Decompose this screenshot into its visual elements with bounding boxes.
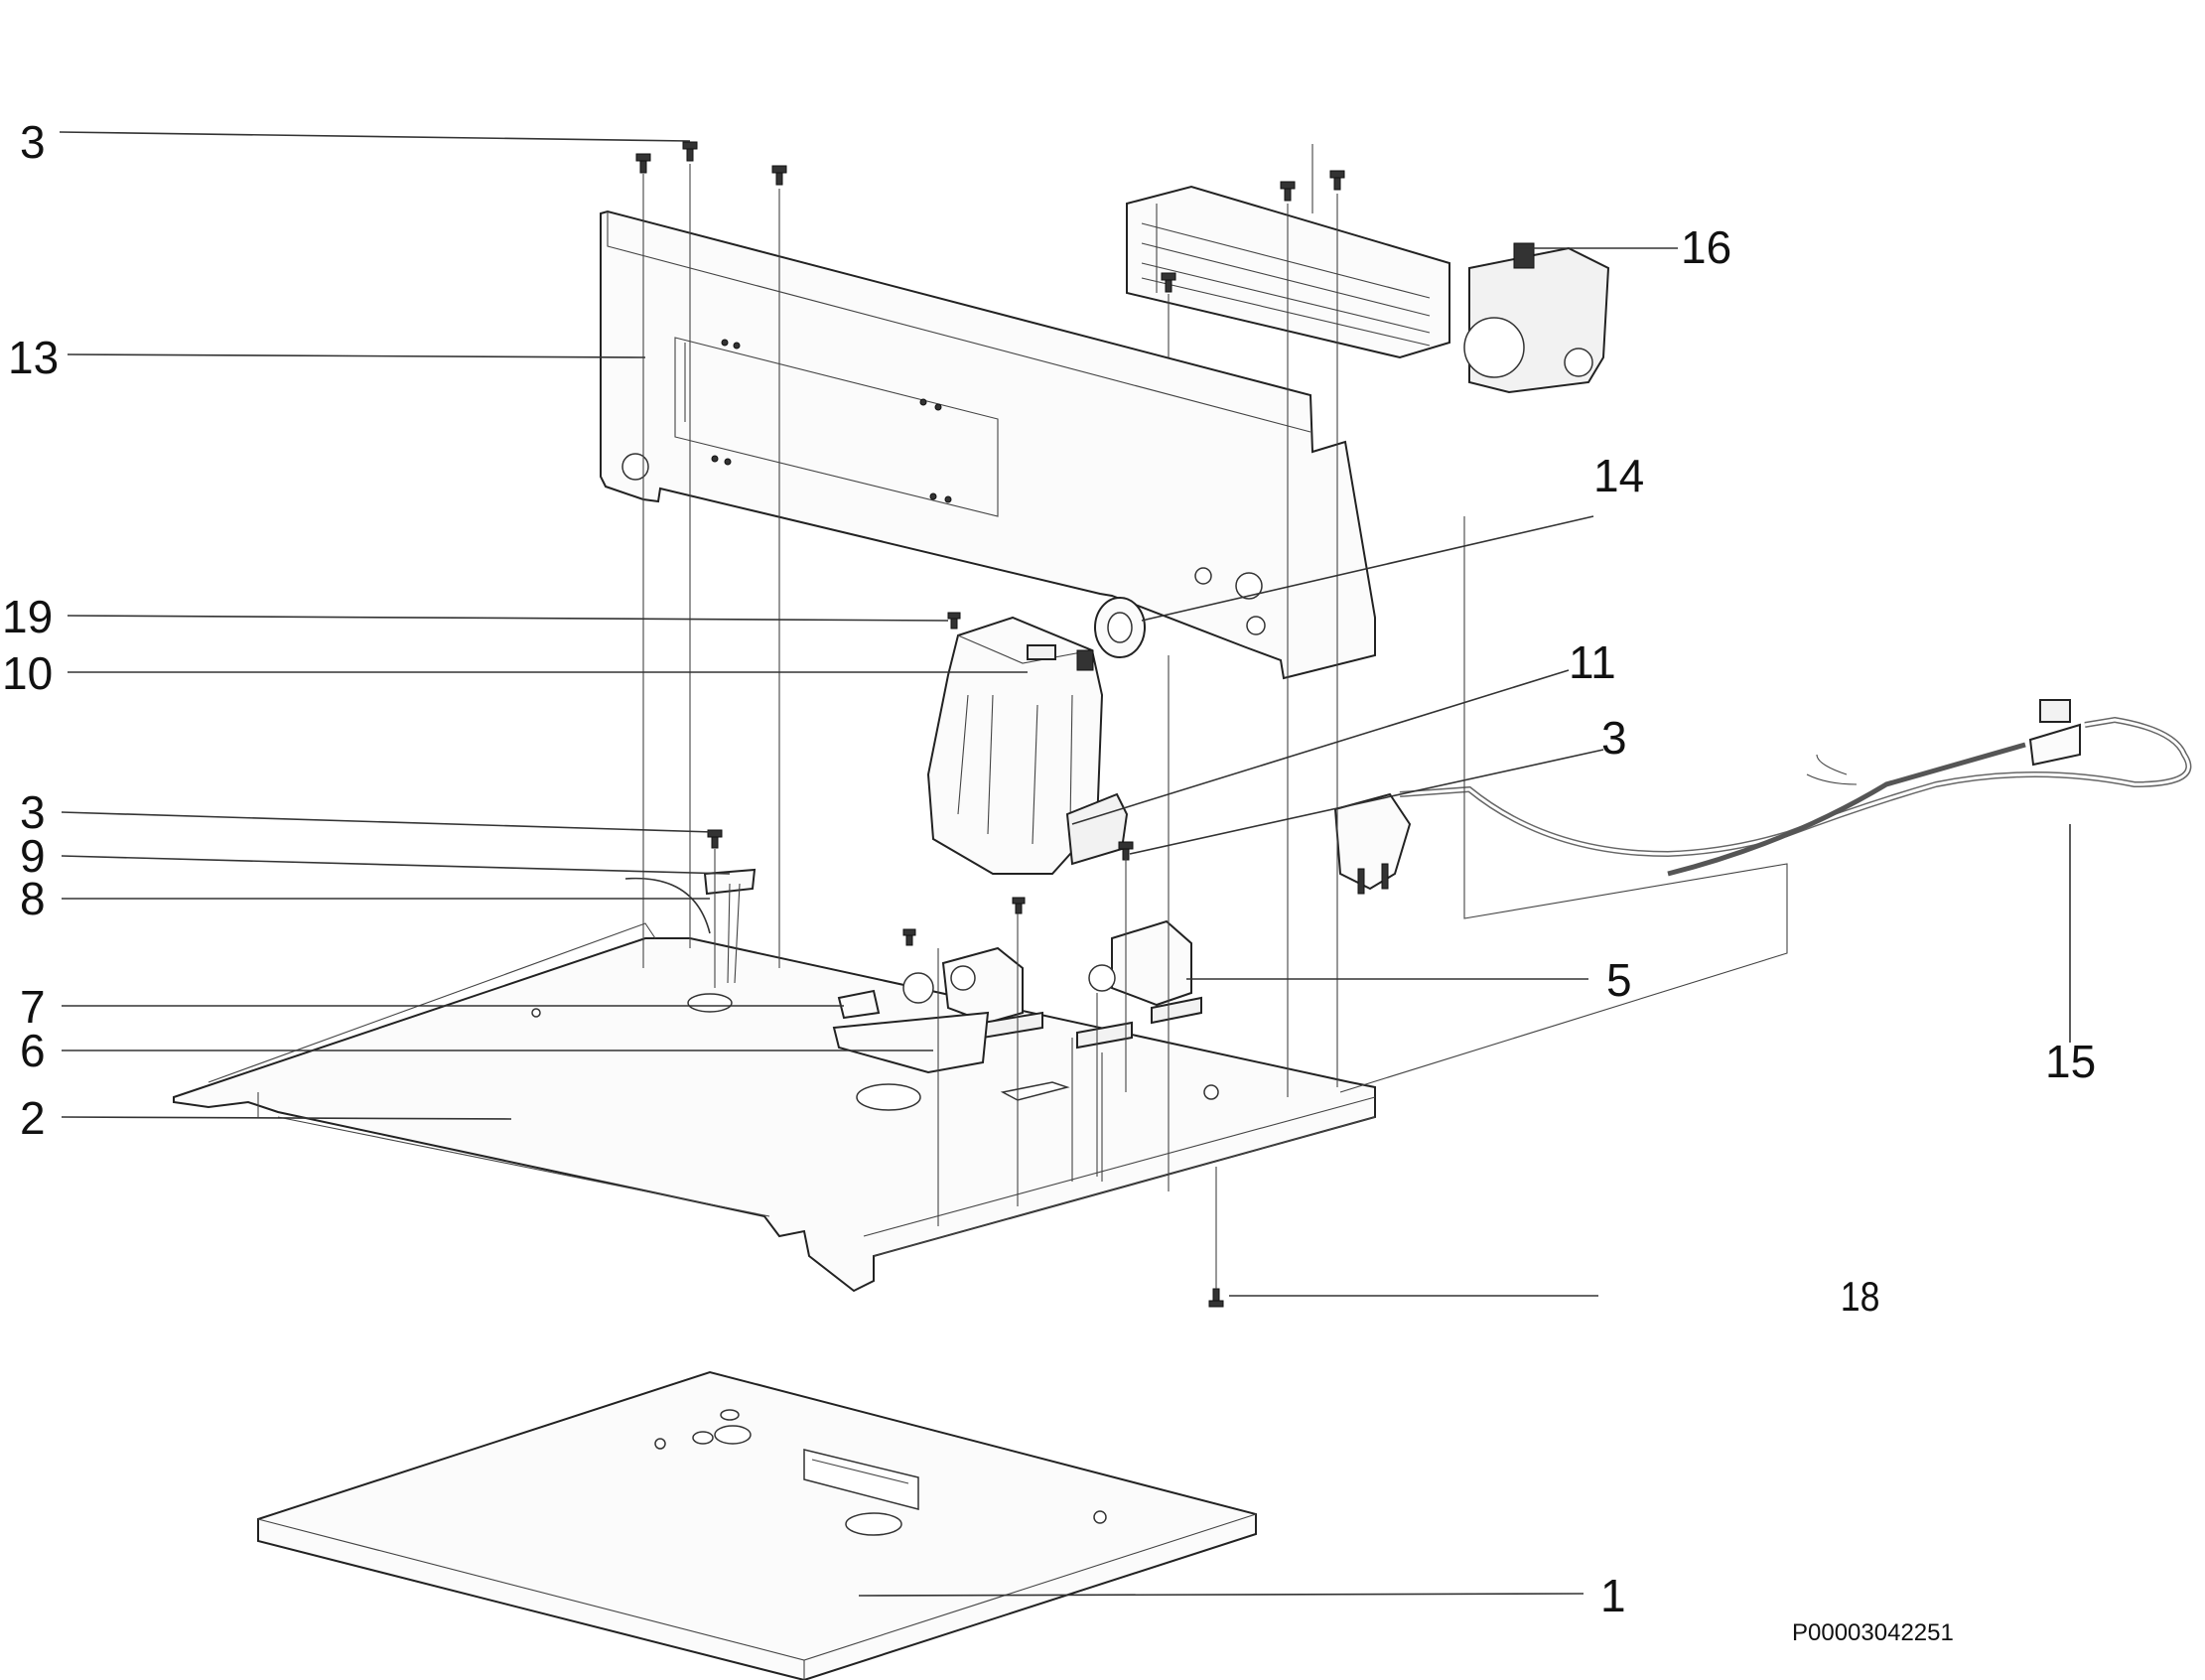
screw-top-3	[771, 165, 787, 186]
part-10-tank	[926, 616, 1129, 875]
leader-lines	[59, 131, 2071, 1597]
part-1-bottom-plate	[257, 1370, 1257, 1680]
part-16-fan	[1126, 185, 1610, 394]
part-13-back-panel	[600, 210, 1376, 680]
screw-top-1	[635, 153, 651, 174]
screw-18	[1208, 1288, 1224, 1308]
screw-valve-1	[902, 928, 916, 946]
screws	[635, 141, 1345, 1308]
screw-top-5	[1329, 170, 1345, 191]
screw-3-right	[1118, 841, 1134, 861]
part-9-bracket	[703, 868, 757, 984]
callout-3-right: 3	[1601, 712, 1627, 764]
callout-16: 16	[1681, 221, 1731, 273]
reference-code: P00003042251	[1792, 1619, 1954, 1646]
callout-11: 11	[1569, 636, 1616, 688]
screw-top-2	[682, 141, 698, 162]
callout-13: 13	[8, 332, 59, 383]
part-7-fitting	[837, 972, 934, 1020]
callout-5: 5	[1606, 954, 1632, 1006]
callout-8: 8	[20, 873, 46, 924]
callout-18: 18	[1841, 1274, 1880, 1320]
callout-3-left: 3	[20, 786, 46, 838]
part-14-grommet	[1094, 597, 1146, 658]
part-5-valves	[941, 919, 1202, 1050]
screw-19	[947, 612, 961, 630]
screw-top-4	[1280, 181, 1296, 202]
callout-1: 1	[1600, 1570, 1626, 1621]
callout-19: 19	[2, 591, 53, 642]
screw-valve-2	[1012, 897, 1026, 914]
callout-3-top: 3	[20, 116, 46, 168]
part-8-tube	[624, 877, 711, 934]
callout-14: 14	[1593, 450, 1644, 501]
callout-6: 6	[20, 1025, 46, 1076]
callout-2: 2	[20, 1092, 46, 1144]
part-6-bracket	[832, 1011, 990, 1074]
callout-10: 10	[2, 647, 53, 699]
callout-9: 9	[20, 830, 46, 882]
screw-3-left	[707, 829, 723, 849]
screw-fan	[1161, 272, 1176, 293]
callout-7: 7	[20, 981, 46, 1033]
part-2-base-frame	[173, 922, 1376, 1293]
callout-labels: 3 13 16 14 19 10 11 3 3 9 8 5 7 6 15 2 1…	[2, 116, 2096, 1621]
assembly-guide-lines	[642, 144, 1788, 1289]
callout-15: 15	[2045, 1036, 2096, 1087]
part-15-power-cable	[1333, 699, 2192, 895]
